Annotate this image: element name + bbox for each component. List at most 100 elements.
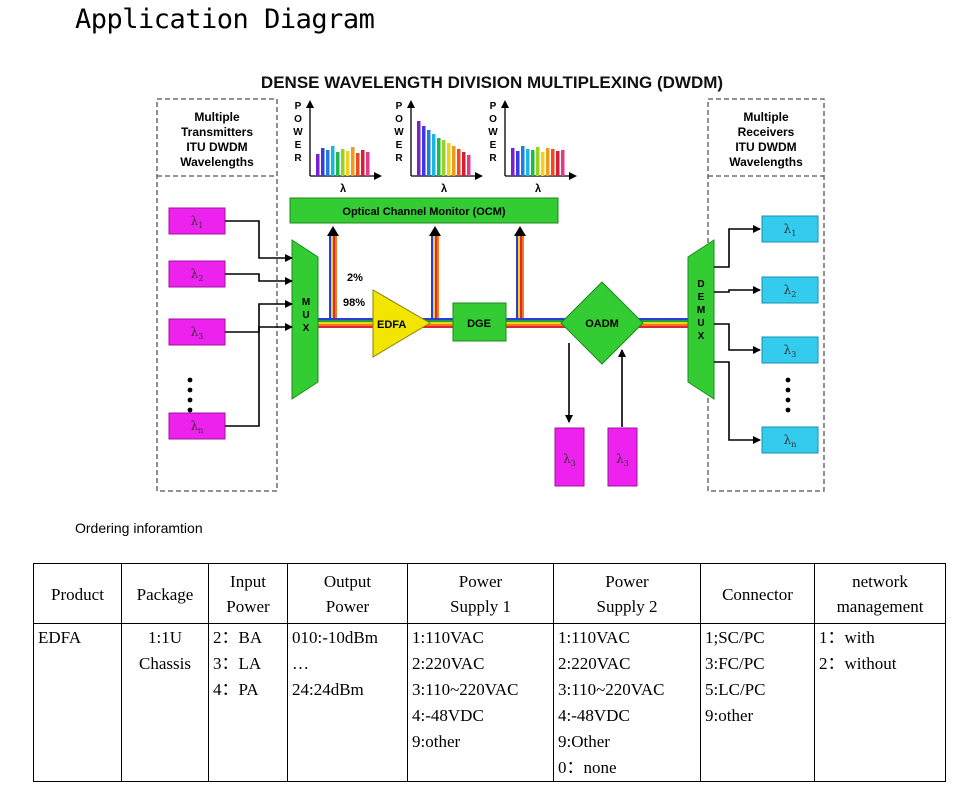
receiver-box [761,426,819,454]
demux-letter-x: X [698,331,705,342]
transmitters-box [156,98,278,492]
tap-stripe [437,234,439,318]
demux-letter-m: M [697,305,705,316]
receiver-fiber [714,225,761,268]
wavelength-axis-arrow [374,172,382,180]
split-2-percent: 2% [347,272,363,284]
tx-ellipsis-dots [187,377,193,413]
power-axis-letter: R [395,153,403,164]
transmitter-fiber [225,220,293,262]
tap-stripe [433,234,435,318]
edfa-label: EDFA [377,319,406,331]
spectrum-bar [551,149,555,176]
transmitter-label: λn [191,419,204,435]
header-product: Product [33,563,122,624]
spectrum-bar [427,130,431,176]
ocm-bar [289,197,559,224]
ocm-tap-line-2 [429,226,441,318]
receiver-label: λn [784,433,797,449]
spectrum-bar [452,146,456,176]
tap-stripe [518,234,520,318]
spectrum-bar [546,148,550,176]
power-axis-letter: P [490,101,497,112]
power-axis-letter: P [295,101,302,112]
transmitter-label: λ3 [191,325,204,341]
spectrum-bar [447,143,451,176]
spectrum-bar [541,152,545,176]
header-connector: Connector [700,563,815,624]
oadm-port-label: λ3 [616,452,629,468]
oadm-port-1: λ3 [554,427,585,487]
demux-block [687,239,715,400]
receiver-port-1: λ1 [761,215,819,243]
rx-box-line-1: Multiple [743,110,789,124]
rx-box-line-2: Receivers [738,125,795,139]
power-axis-letter: W [293,127,303,138]
receiver-label: λ2 [784,283,797,299]
tx-box-line-3: ITU DWDM [186,140,247,154]
transmitter-port-3: λ3 [168,318,226,346]
power-axis-arrow [501,100,509,108]
receiver-fiber [714,361,761,444]
transmitter-box [168,260,226,288]
power-axis-letter: E [295,140,302,151]
transmitter-label: λ2 [191,267,204,283]
rx-ellipsis-dots [785,377,791,413]
wavelength-axis-arrow [475,172,483,180]
spectrum-bar [341,149,345,176]
transmitter-fiber [225,273,293,285]
ordering-caption: Ordering inforamtion [75,520,203,536]
spectrum-bar [432,134,436,176]
receiver-box [761,215,819,243]
spectrum-bar [556,151,560,176]
tx-box-line-4: Wavelengths [180,155,254,169]
power-axis-letter: W [394,127,404,138]
mux-letter-x: X [303,323,310,334]
spectrum-bar [336,152,340,176]
oadm-port-box [554,427,585,487]
dge-block [452,302,507,342]
receiver-box [761,336,819,364]
mux-letter-u: U [302,310,309,321]
tap-stripe [333,234,335,318]
tap-arrow-head [429,226,441,236]
spectrum-bar [462,152,466,176]
power-axis-letter: R [489,153,497,164]
spectrum-bar [521,146,525,176]
oadm-port-box [607,427,638,487]
spectrum-bar [417,121,421,176]
header-package: Package [121,563,209,624]
receiver-port-3: λ3 [761,336,819,364]
tap-stripe [516,234,518,318]
receiver-port-2: λ2 [761,276,819,304]
tap-arrow-head [514,226,526,236]
tx-box-line-1: Multiple [194,110,240,124]
ocm-tap-line-3 [514,226,526,318]
dge-label: DGE [467,318,491,330]
mux-block [291,239,319,400]
tap-stripe [520,234,522,318]
power-axis-letter: P [396,101,403,112]
power-axis-letter: E [396,140,403,151]
demux-letter-u: U [697,318,704,329]
mux-letter-m: M [302,297,310,308]
receiver-label: λ1 [784,222,797,238]
receiver-label: λ3 [784,343,797,359]
cell-output-power: 010:-10dBm…24:24dBm [287,623,408,782]
spectrum-bar [346,151,350,176]
cell-product: EDFA [33,623,122,782]
receiver-fiber [714,323,761,354]
spectrum-bar [442,140,446,176]
oadm-port-label: λ3 [563,452,576,468]
spectrum-bar [457,149,461,176]
